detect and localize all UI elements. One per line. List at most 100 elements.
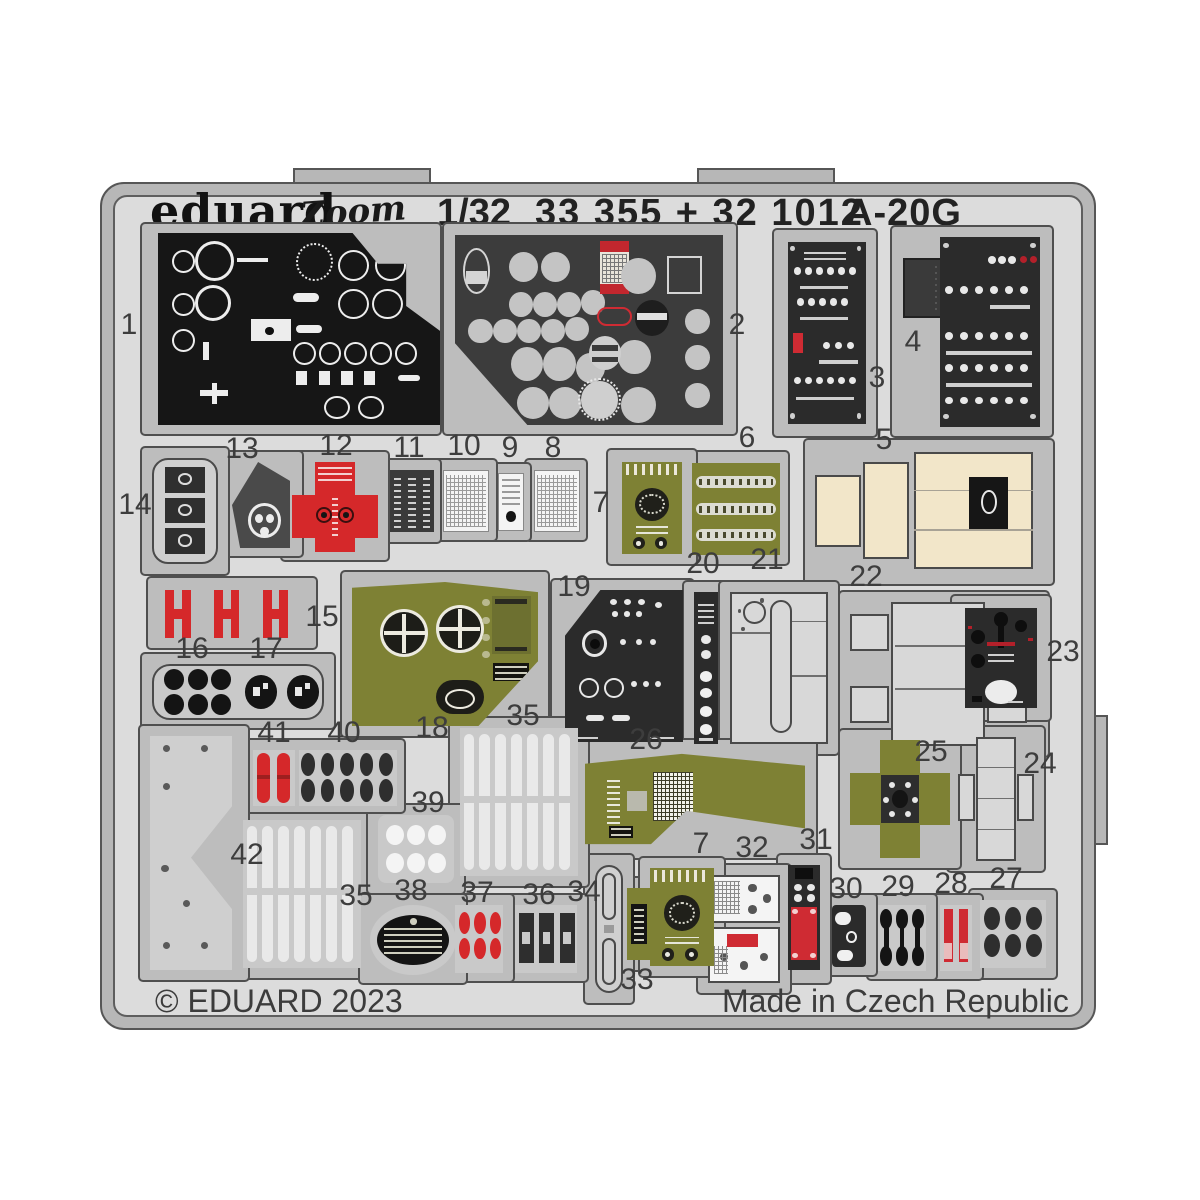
part-detail (236, 257, 268, 262)
part-detail (769, 599, 793, 734)
part-detail (318, 371, 330, 385)
part-detail (341, 371, 353, 385)
part-detail (1026, 906, 1043, 930)
part-detail (625, 463, 679, 475)
part-number-42: 42 (230, 838, 264, 871)
part-detail (653, 869, 711, 882)
part-number-13: 13 (225, 432, 259, 465)
part-detail (408, 473, 416, 529)
part-number-21: 21 (750, 543, 784, 576)
part-detail (934, 265, 938, 311)
part-29 (878, 905, 926, 971)
part-detail (699, 506, 773, 513)
part-detail (397, 375, 421, 381)
part-detail (1005, 332, 1013, 340)
part-detail (803, 249, 847, 261)
part-detail (379, 609, 429, 657)
part-detail (805, 267, 813, 275)
part-number-7: 7 (592, 486, 610, 519)
part-detail (943, 908, 953, 962)
part-detail (626, 791, 647, 811)
part-detail (516, 318, 541, 344)
part-detail (792, 953, 799, 959)
part-detail (946, 351, 1032, 355)
part-2 (455, 235, 723, 425)
part-detail (591, 356, 619, 363)
part-detail (790, 413, 795, 419)
part-detail (572, 732, 599, 739)
part-detail (794, 267, 802, 275)
part-detail (975, 332, 983, 340)
part-number-28: 28 (934, 867, 968, 900)
part-detail (300, 753, 315, 776)
part-35a (460, 728, 578, 876)
part-detail (808, 298, 816, 306)
part-detail (986, 642, 1016, 646)
part-detail (988, 256, 996, 264)
origin-text: Made in Czech Republic (722, 983, 1069, 1019)
part-detail (1020, 332, 1028, 340)
part-detail (300, 779, 315, 802)
part-detail (1028, 638, 1033, 641)
part-detail (792, 675, 826, 677)
part-detail (819, 298, 827, 306)
part-detail (422, 473, 430, 529)
part-number-40: 40 (327, 716, 361, 749)
part-detail (795, 868, 813, 879)
part-detail (385, 824, 404, 845)
part-detail (1008, 698, 1023, 703)
part-detail (482, 633, 490, 642)
part-detail (482, 651, 490, 659)
part-detail (1020, 256, 1027, 263)
part-detail (905, 782, 911, 789)
part-detail (177, 534, 193, 547)
part-detail (211, 694, 232, 715)
part-detail (699, 532, 773, 539)
part-detail (990, 332, 998, 340)
part-detail (609, 599, 617, 606)
part-detail (970, 654, 986, 668)
part-detail (959, 908, 969, 962)
part-number-31: 31 (799, 823, 833, 856)
part-detail (977, 797, 1015, 799)
part-detail (837, 376, 845, 384)
part-number-25: 25 (914, 735, 948, 768)
part-detail (482, 616, 490, 624)
part-number-19: 19 (557, 570, 591, 603)
part-detail (699, 706, 713, 717)
part-detail (248, 503, 281, 538)
part-37 (455, 905, 503, 973)
part-detail (793, 883, 803, 892)
part-detail (748, 905, 757, 914)
part-detail (257, 774, 270, 780)
part-detail (194, 284, 232, 322)
part-detail (799, 285, 849, 290)
part-9 (498, 473, 524, 531)
part-detail (468, 318, 493, 344)
part-detail (856, 245, 862, 252)
part-detail (342, 512, 349, 518)
part-detail (685, 309, 710, 334)
part-number-24: 24 (1023, 747, 1057, 780)
part-detail (837, 267, 845, 275)
part-detail (649, 638, 656, 645)
part-detail (741, 626, 746, 631)
part-detail (482, 599, 490, 607)
part-detail (895, 688, 982, 690)
part-detail (177, 473, 193, 486)
part-number-35: 35 (339, 879, 373, 912)
part-detail (976, 737, 1016, 861)
part-detail (685, 345, 710, 370)
part-detail (611, 828, 632, 837)
part-detail (1026, 934, 1043, 958)
part-detail (296, 242, 333, 281)
part-detail (618, 339, 651, 374)
part-detail (163, 782, 171, 790)
part-detail (816, 376, 824, 384)
part-detail (654, 602, 662, 609)
part-4 (940, 237, 1040, 427)
part-detail (379, 753, 394, 776)
part-detail (975, 364, 983, 372)
